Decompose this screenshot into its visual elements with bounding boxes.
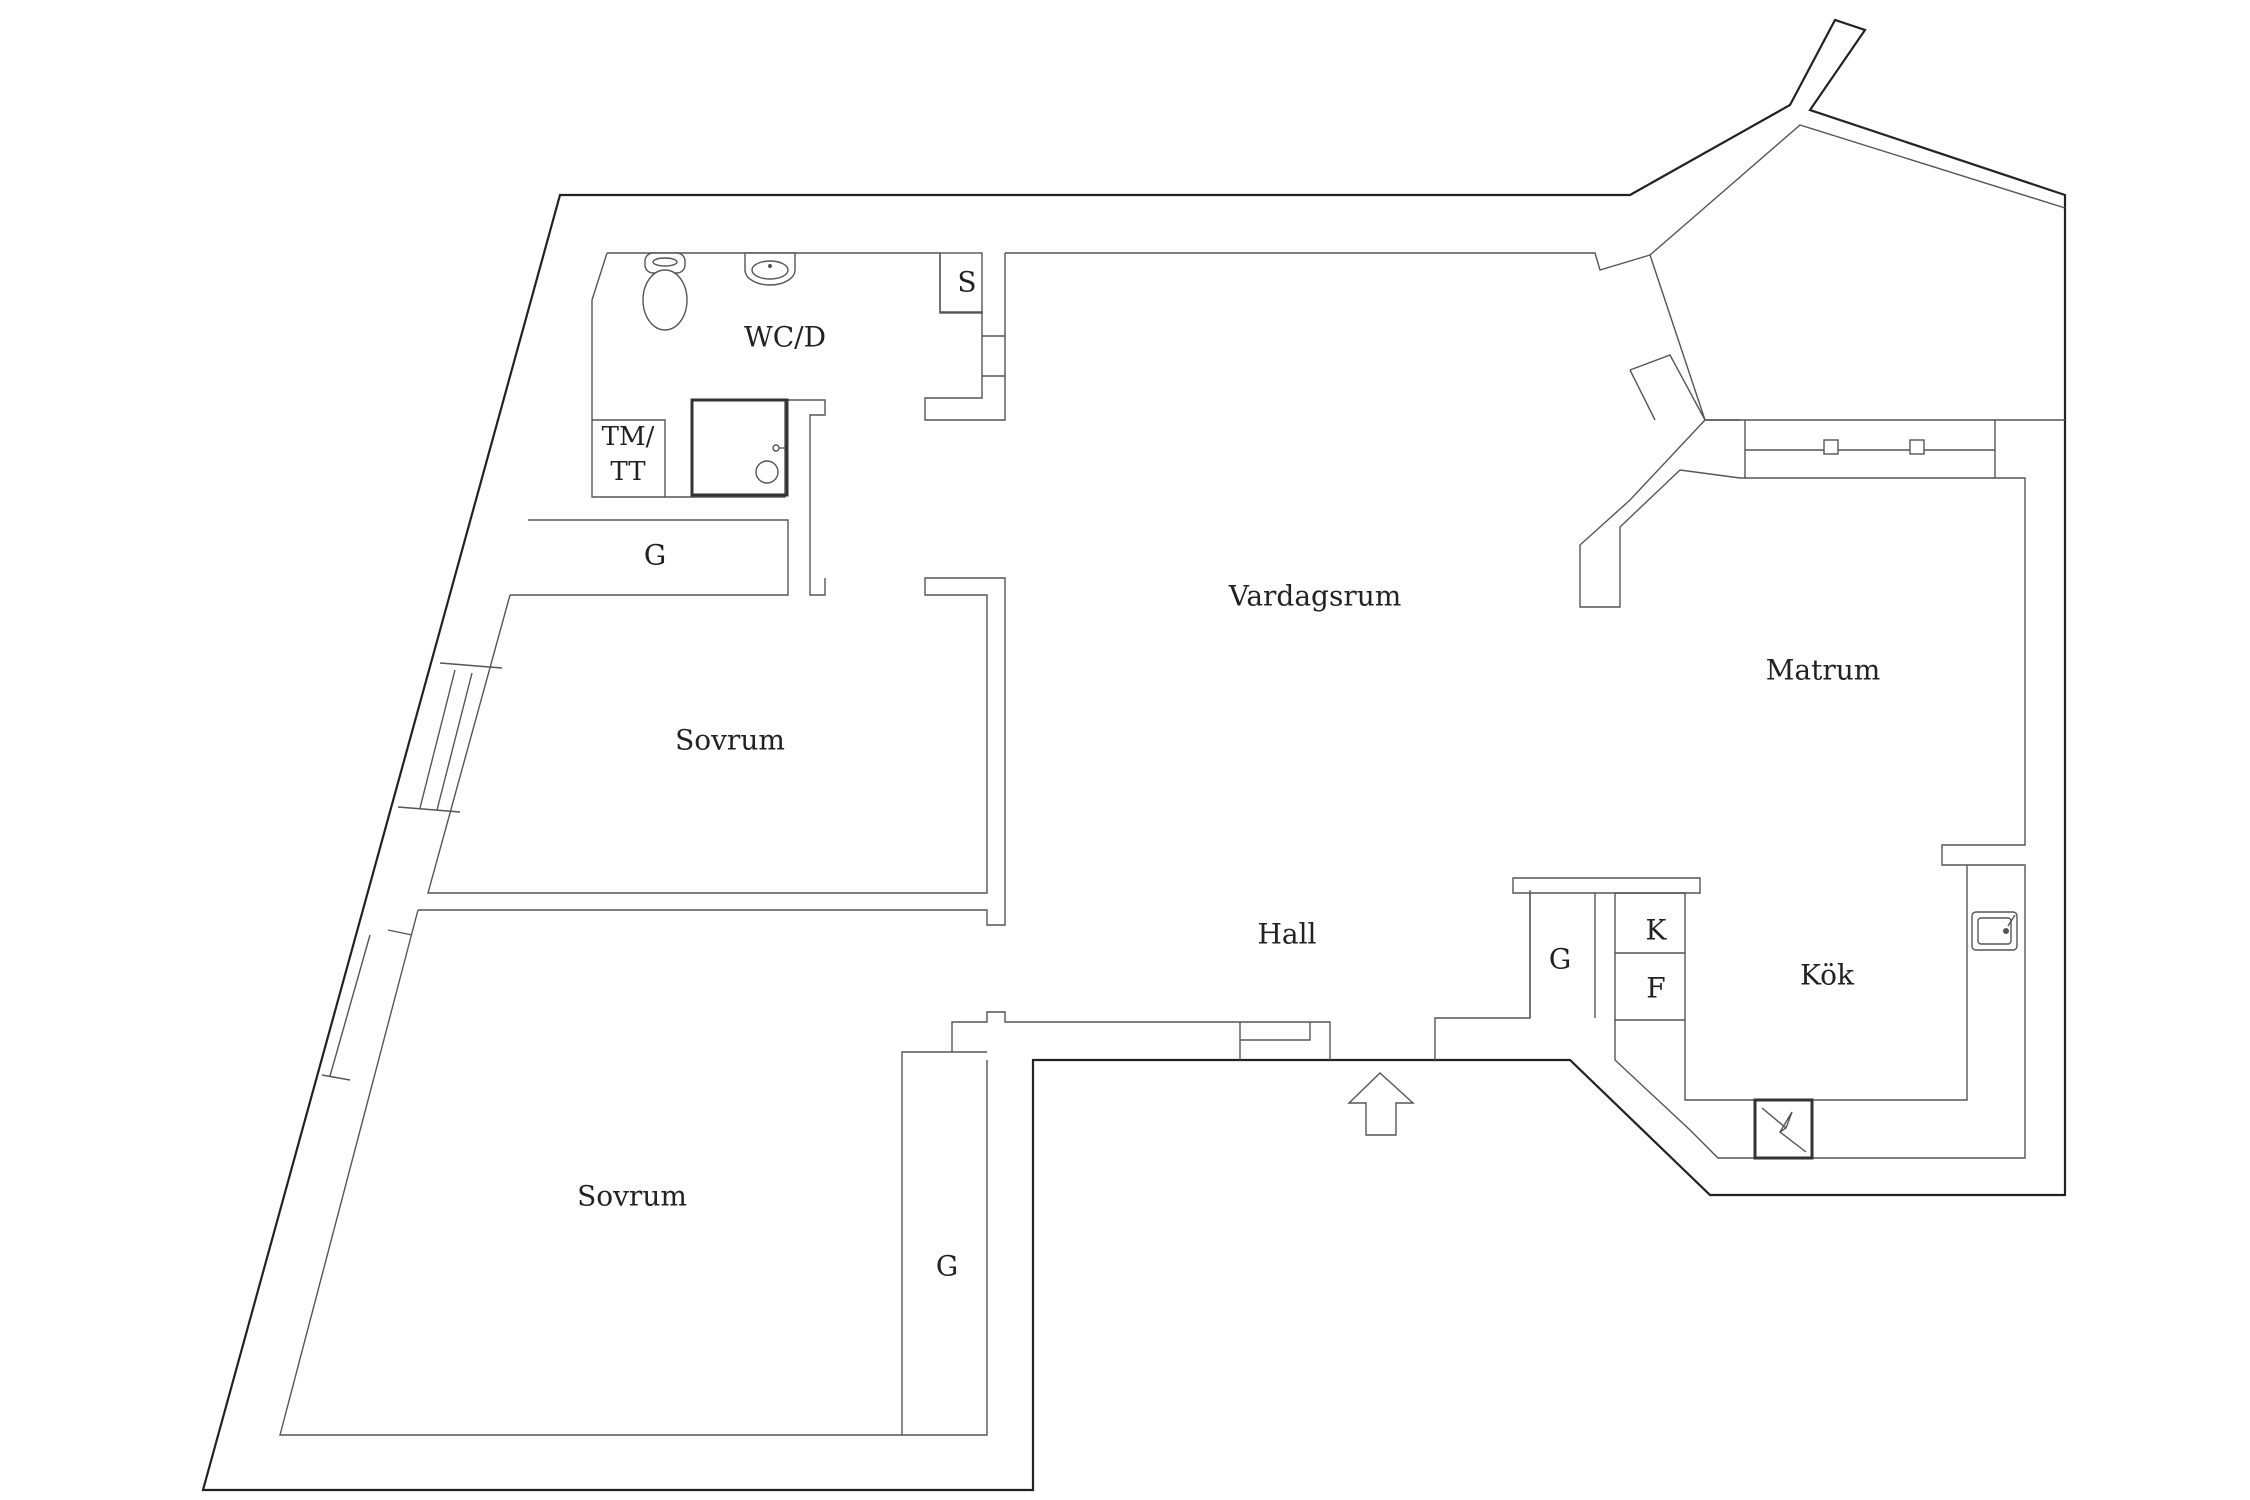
room-label-wardrobe-hall: G [1549,943,1571,976]
room-label-laundry-line1: TM/ [602,422,655,452]
room-label-living-room: Vardagsrum [1228,580,1402,613]
inner-walls [279,124,2066,1436]
room-label-storage: S [957,266,976,299]
room-label-wardrobe-top: G [644,539,666,572]
kitchen-sink-icon [1971,911,2018,951]
outer-walls [201,18,2067,1492]
room-label-wc: WC/D [744,321,826,354]
room-label-kitchen: Kök [1800,959,1855,992]
entrance-arrow-icon [1347,1072,1415,1136]
sink-icon [744,252,796,286]
room-label-wardrobe-bottom: G [936,1250,958,1283]
room-label-dining-room: Matrum [1766,654,1881,687]
room-label-bedroom-2: Sovrum [577,1180,687,1213]
room-labels: WC/D S TM/ TT G Sovrum Vardagsrum Matrum… [577,266,1880,1283]
room-label-freezer: F [1646,972,1665,1005]
room-label-fridge: K [1646,914,1668,947]
room-label-hall: Hall [1257,918,1316,951]
toilet-icon [642,252,688,331]
fixtures [642,252,2018,1160]
shower-icon [690,398,789,497]
room-label-laundry-line2: TT [610,457,646,487]
electrical-panel-icon [1753,1098,1814,1160]
room-label-bedroom-1: Sovrum [675,724,785,757]
